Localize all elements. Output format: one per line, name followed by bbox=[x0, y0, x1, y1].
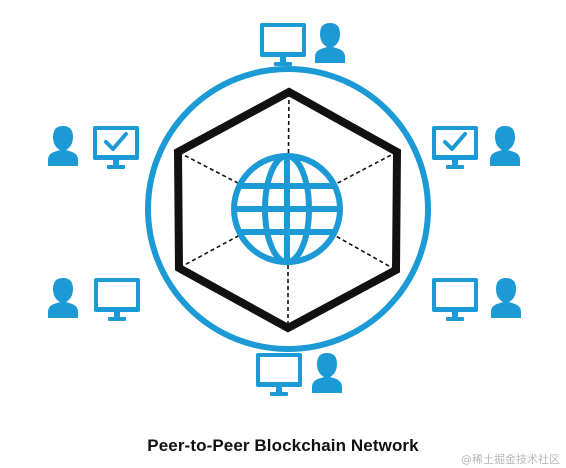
globe-icon bbox=[231, 153, 343, 265]
peer-top bbox=[260, 23, 345, 66]
person-icon bbox=[312, 353, 342, 393]
monitor-icon bbox=[256, 353, 302, 396]
monitor-check-icon bbox=[430, 124, 480, 171]
peer-upper-left bbox=[48, 124, 141, 171]
network-ring bbox=[145, 66, 431, 352]
peer-upper-right bbox=[430, 124, 520, 171]
person-icon bbox=[490, 126, 520, 166]
monitor-icon bbox=[432, 278, 478, 321]
person-icon bbox=[48, 126, 78, 166]
monitor-icon bbox=[94, 278, 140, 321]
person-icon bbox=[48, 278, 78, 318]
network-hexagon bbox=[173, 87, 402, 333]
person-icon bbox=[491, 278, 521, 318]
peer-lower-left bbox=[48, 278, 140, 321]
monitor-icon bbox=[260, 23, 306, 66]
peer-lower-right bbox=[432, 278, 521, 321]
diagram-caption: Peer-to-Peer Blockchain Network bbox=[147, 436, 419, 455]
network-spokes bbox=[177, 91, 398, 328]
watermark: @稀土掘金技术社区 bbox=[461, 453, 560, 466]
person-icon bbox=[315, 23, 345, 63]
peer-bottom bbox=[256, 353, 342, 396]
monitor-check-icon bbox=[91, 124, 141, 171]
